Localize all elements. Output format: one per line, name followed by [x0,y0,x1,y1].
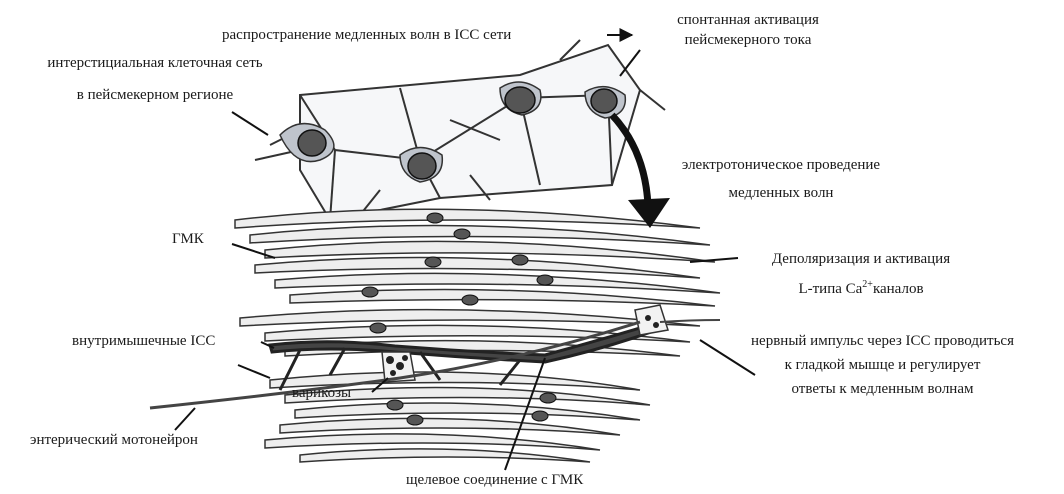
nerve-terminal [635,305,668,335]
motoneuron-branch [660,320,720,322]
label-depolarization-superscript: 2+ [862,279,873,290]
label-icc-network-line2: в пейсмекерном регионе [10,85,300,105]
label-spontaneous-activation-line1: спонтанная активация [648,10,848,30]
label-icc-network: интерстициальная клеточная сеть в пейсме… [10,53,300,105]
label-icc-network-line1: интерстициальная клеточная сеть [10,53,300,73]
label-gap-junction: щелевое соединение с ГМК [406,470,583,490]
label-depolarization-channels: каналов [873,281,924,297]
label-spontaneous-activation: спонтанная активация пейсмекерного тока [648,10,848,50]
label-nerve-impulse: нервный импульс через ICC проводиться к … [705,331,1060,399]
label-intramuscular-icc: внутримышечные ICC [72,331,215,351]
label-spontaneous-activation-line2: пейсмекерного тока [648,30,848,50]
label-nerve-impulse-line3: ответы к медленным волнам [705,379,1060,399]
label-electrotonic-line1: электротоническое проведение [646,155,916,175]
label-enteric-motoneuron: энтерический мотонейрон [30,430,198,450]
label-depolarization-line1: Деполяризация и активация [736,249,986,269]
label-smc: ГМК [172,229,204,249]
label-electrotonic-conduction: электротоническое проведение медленных в… [646,155,916,203]
label-slow-wave-propagation: распространение медленных волн в ICC сет… [222,25,511,45]
label-depolarization-line2: L-типа Ca2+каналов [736,275,986,299]
label-nerve-impulse-line1: нервный импульс через ICC проводиться [705,331,1060,351]
label-electrotonic-line2: медленных волн [646,183,916,203]
label-depolarization: Деполяризация и активация L-типа Ca2+кан… [736,249,986,299]
label-nerve-impulse-line2: к гладкой мышце и регулирует [705,355,1060,375]
label-varicosities: варикозы [292,383,351,403]
label-depolarization-l-type: L-типа Ca [798,281,862,297]
